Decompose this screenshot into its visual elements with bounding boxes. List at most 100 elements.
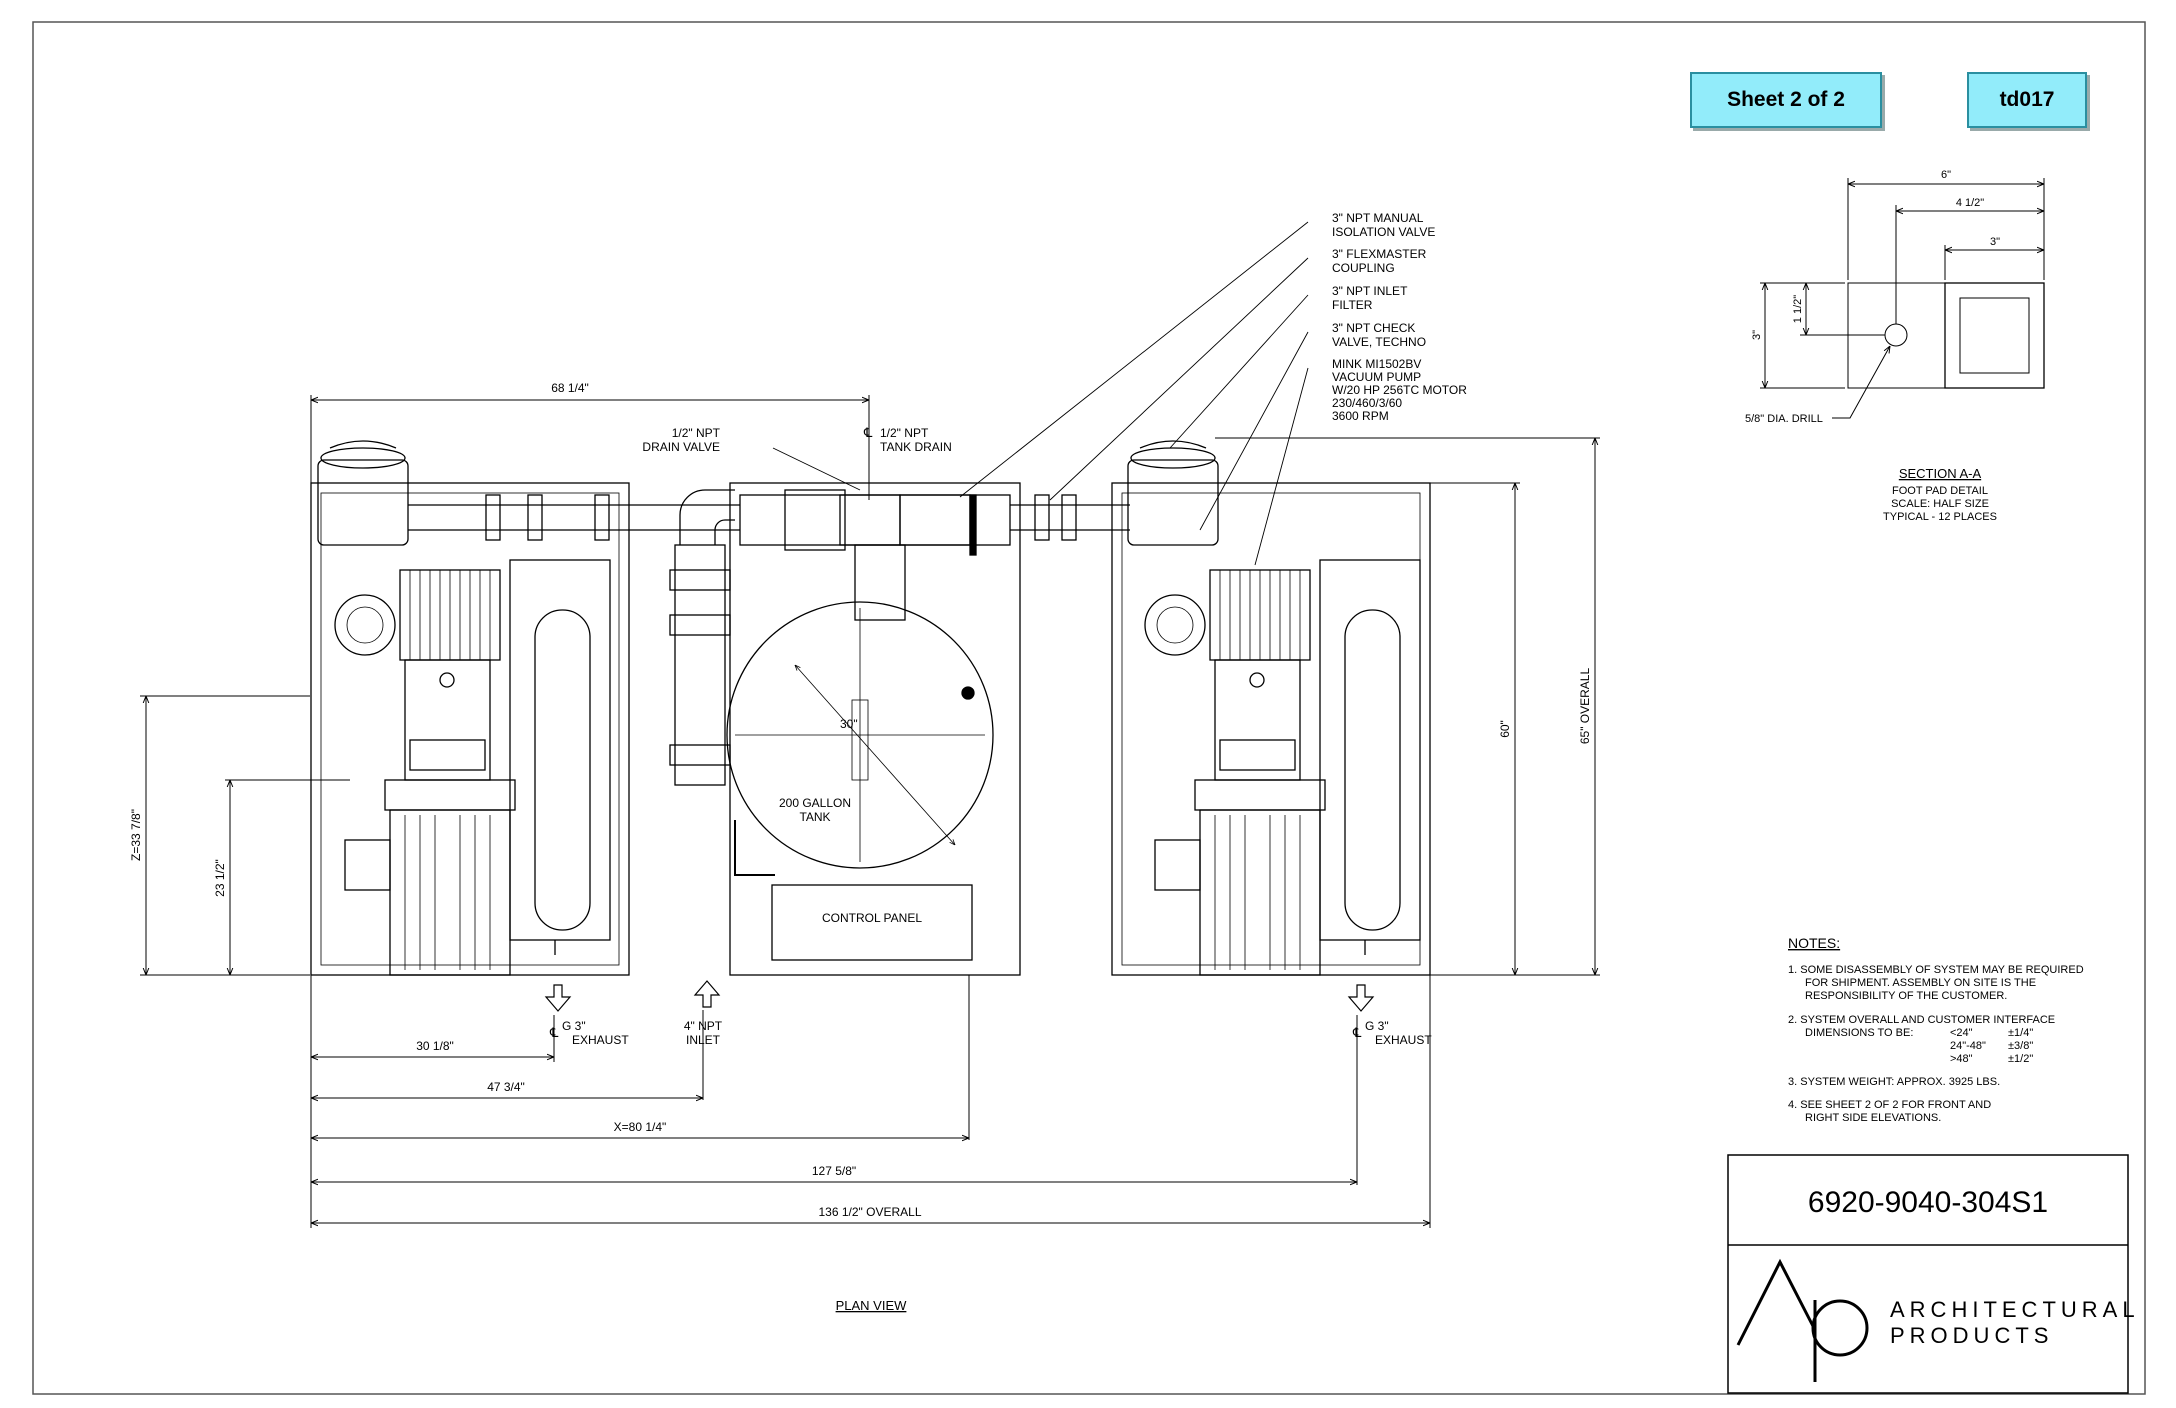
company-logo: ARCHITECTURAL PRODUCTS [1736, 1258, 2140, 1382]
dim-47-label: 47 3/4" [487, 1080, 525, 1094]
callout-pump-3: W/20 HP 256TC MOTOR [1332, 383, 1467, 397]
callout-control-panel: CONTROL PANEL [822, 911, 922, 925]
callout-isolation-2: ISOLATION VALVE [1332, 225, 1435, 239]
svg-text:G 3"EXHAUST: G 3"EXHAUST [1365, 1019, 1432, 1047]
callout-check-2: VALVE, TECHNO [1332, 335, 1426, 349]
dim-z-label: Z=33 7/8" [129, 809, 143, 861]
notes-title: NOTES: [1788, 935, 1840, 951]
callout-drain-1: 1/2" NPT [672, 426, 721, 440]
callout-tankdrain-1: 1/2" NPT [880, 426, 929, 440]
callout-pump-4: 230/460/3/60 [1332, 396, 1402, 410]
flow-arrows [544, 980, 1375, 1012]
leader-lines [772, 221, 1309, 566]
detail-dim-6: 6" [1941, 169, 1951, 181]
callout-exhaust-right-2: EXHAUST [1375, 1033, 1432, 1047]
foot-pad-detail [1760, 178, 2045, 419]
logo-line-1: ARCHITECTURAL [1890, 1297, 2140, 1322]
note-4-line-2: RIGHT SIDE ELEVATIONS. [1805, 1112, 1941, 1124]
detail-dim-3w: 3" [1990, 236, 2000, 248]
dim-30-label: 30 1/8" [416, 1039, 454, 1053]
detail-drill: 5/8" DIA. DRILL [1745, 413, 1823, 425]
svg-text:℄: ℄ [549, 1025, 559, 1040]
callout-exhaust-left-2: EXHAUST [572, 1033, 629, 1047]
callout-filter-1: 3" NPT INLET [1332, 284, 1408, 298]
dim-23-label: 23 1/2" [213, 859, 227, 897]
callout-check-1: 3" NPT CHECK [1332, 321, 1415, 335]
title-block [1727, 1154, 2129, 1394]
dim-x-label: X=80 1/4" [614, 1120, 667, 1134]
sheet-number-label: Sheet 2 of 2 [1727, 88, 1845, 111]
tol-1-range: <24" [1950, 1027, 1973, 1039]
detail-dim-3h: 3" [1751, 330, 1763, 340]
callout-tankdrain-2: TANK DRAIN [880, 440, 952, 454]
note-1-line-1: 1. SOME DISASSEMBLY OF SYSTEM MAY BE REQ… [1788, 964, 2084, 976]
tol-3-value: ±1/2" [2008, 1053, 2033, 1065]
detail-title: SECTION A-A [1899, 466, 1982, 481]
callout-drain-2: DRAIN VALVE [642, 440, 720, 454]
note-1-line-2: FOR SHIPMENT. ASSEMBLY ON SITE IS THE [1805, 977, 2036, 989]
note-3: 3. SYSTEM WEIGHT: APPROX. 3925 LBS. [1788, 1076, 2000, 1088]
dim-127-label: 127 5/8" [812, 1164, 856, 1178]
svg-text:2. SYSTEM OVERALL AND CUSTOME: 2. SYSTEM OVERALL AND CUSTOMER INTERFACE… [1788, 1014, 2055, 1039]
centerline-marks: ℄ ℄ ℄ [549, 425, 1362, 1040]
note-2-line-1: 2. SYSTEM OVERALL AND CUSTOMER INTERFACE [1788, 1014, 2055, 1026]
sheet-number-badge: Sheet 2 of 2 [1690, 72, 1882, 128]
tank-assembly [669, 482, 1021, 976]
view-title: PLAN VIEW [836, 1298, 908, 1313]
dim-60-label: 60" [1498, 720, 1512, 738]
dimension-texts: 68 1/4" 30 1/8" 47 3/4" X=80 1/4" 127 5/… [129, 381, 1592, 1219]
callout-tank-dia: 30" [840, 717, 858, 731]
callout-tank-2: TANK [799, 810, 830, 824]
detail-dim-1-5: 1 1/2" [1792, 295, 1804, 323]
tol-2-range: 24"-48" [1950, 1040, 1986, 1052]
svg-text:℄: ℄ [863, 425, 873, 440]
callout-exhaust-left-1: G 3" [562, 1019, 586, 1033]
callout-pump-1: MINK MI1502BV [1332, 357, 1421, 371]
svg-text:G 3"EXHAUST: G 3"EXHAUST [562, 1019, 629, 1047]
left-pump-assembly [310, 440, 740, 976]
callout-tank-1: 200 GALLON [779, 796, 851, 810]
sheet-border [32, 21, 2146, 1395]
callout-isolation-1: 3" NPT MANUAL [1332, 211, 1424, 225]
dim-136-label: 136 1/2" OVERALL [819, 1205, 922, 1219]
callout-inlet-1: 4" NPT [684, 1019, 723, 1033]
detail-dim-4-5: 4 1/2" [1956, 197, 1984, 209]
right-pump-assembly [969, 440, 1431, 976]
callout-pump-2: VACUUM PUMP [1332, 370, 1421, 384]
note-1-line-3: RESPONSIBILITY OF THE CUSTOMER. [1805, 990, 2007, 1002]
callout-coupling-1: 3" FLEXMASTER [1332, 247, 1427, 261]
ap-logo-icon [1736, 1258, 1869, 1382]
svg-text:1. SOME DISASSEMBLY OF SYSTEM: 1. SOME DISASSEMBLY OF SYSTEM MAY BE REQ… [1788, 964, 2084, 1002]
tol-3-range: >48" [1950, 1053, 1973, 1065]
detail-line-1: FOOT PAD DETAIL [1892, 485, 1988, 497]
drawing-code-badge: td017 [1967, 72, 2087, 128]
detail-line-2: SCALE: HALF SIZE [1891, 498, 1989, 510]
callout-coupling-2: COUPLING [1332, 261, 1395, 275]
note-4-line-1: 4. SEE SHEET 2 OF 2 FOR FRONT AND [1788, 1099, 1991, 1111]
dim-top-label: 68 1/4" [551, 381, 589, 395]
tol-1-value: ±1/4" [2008, 1027, 2033, 1039]
dim-65-label: 65" OVERALL [1578, 668, 1592, 745]
foot-pad-texts: 6" 4 1/2" 3" 3" 1 1/2" 5/8" DIA. DRILL S… [1745, 169, 2000, 523]
dimension-lines [140, 395, 1600, 1228]
callout-filter-2: FILTER [1332, 298, 1373, 312]
tol-2-value: ±3/8" [2008, 1040, 2033, 1052]
callout-exhaust-right-1: G 3" [1365, 1019, 1389, 1033]
notes-block: NOTES: 1. SOME DISASSEMBLY OF SYSTEM MAY… [1788, 935, 2084, 1124]
svg-text:℄: ℄ [1352, 1025, 1362, 1040]
callout-pump-5: 3600 RPM [1332, 409, 1389, 423]
detail-line-3: TYPICAL - 12 PLACES [1883, 511, 1997, 523]
drawing-code-label: td017 [1999, 88, 2055, 111]
logo-line-2: PRODUCTS [1890, 1323, 2053, 1348]
